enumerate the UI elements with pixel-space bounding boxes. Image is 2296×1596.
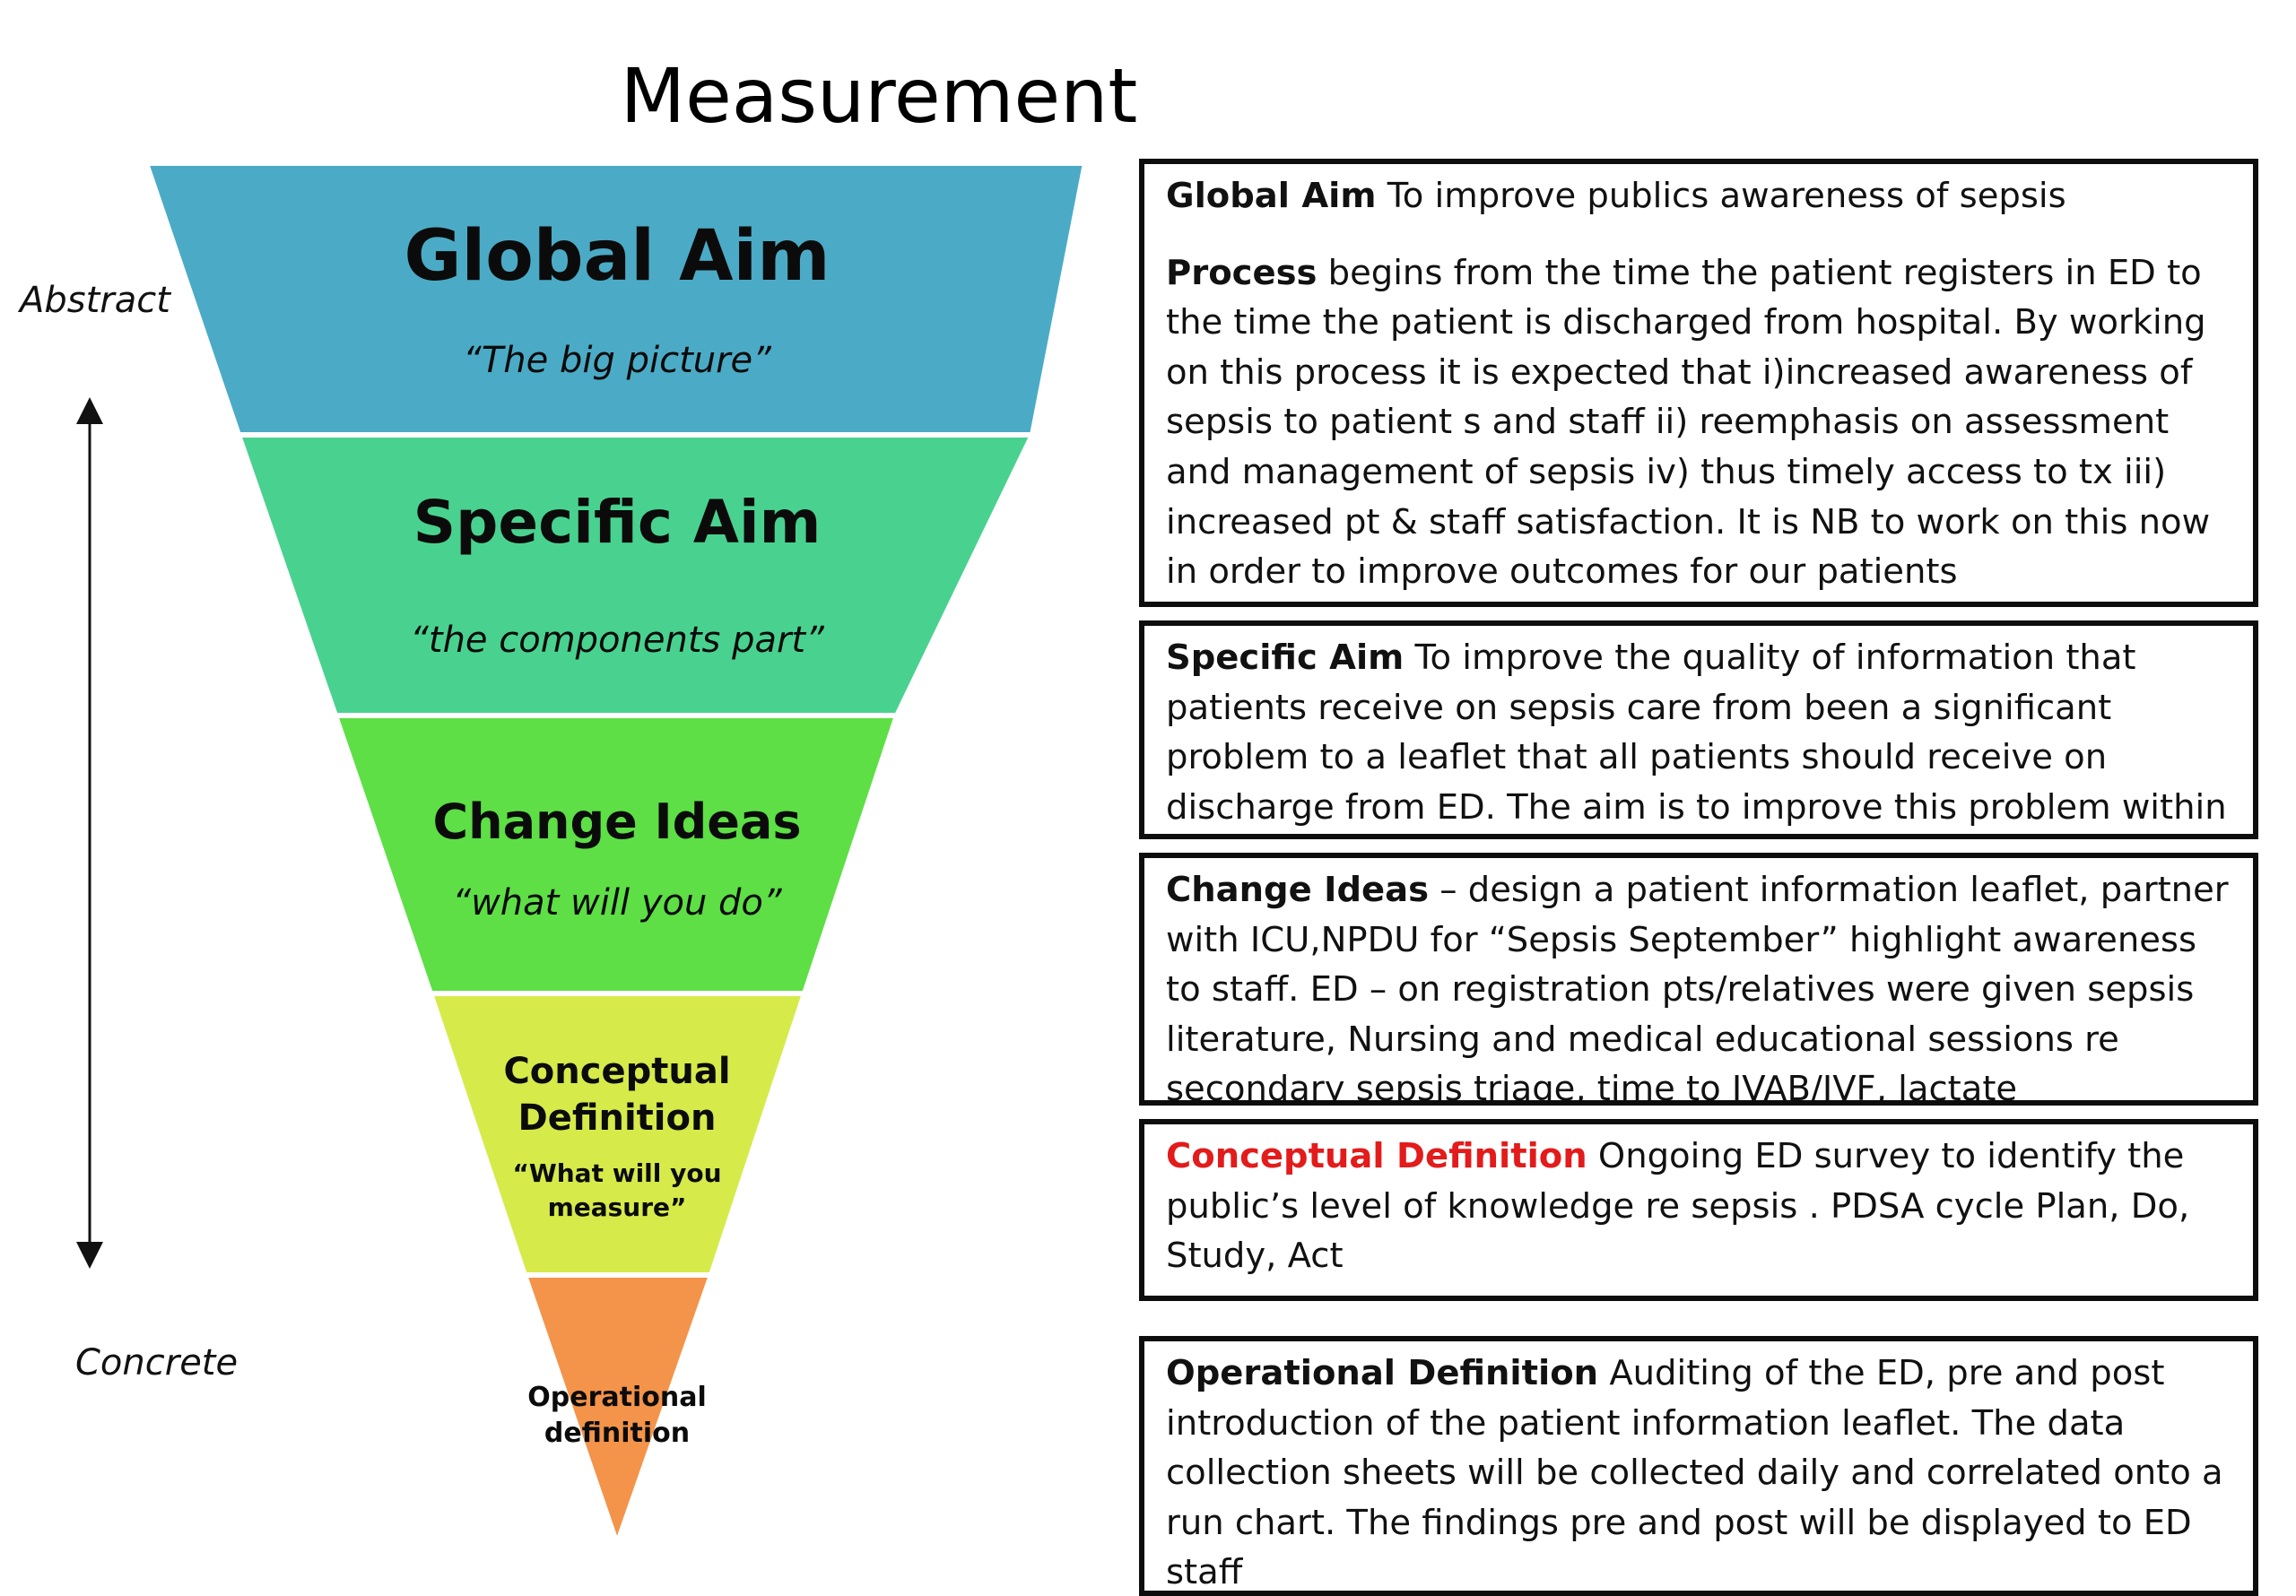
global-aim-box-heading: Global Aim	[1166, 176, 1377, 216]
conceptual-title-line1: Conceptual	[503, 1051, 730, 1092]
page-title: Measurement	[620, 52, 1138, 140]
conceptual-definition-box-heading: Conceptual Definition	[1166, 1136, 1587, 1176]
band-global-aim	[142, 160, 1089, 438]
conceptual-title-line2: Definition	[518, 1097, 717, 1139]
operational-definition-box: Operational Definition Auditing of the E…	[1139, 1336, 2258, 1596]
conceptual-definition-box: Conceptual Definition Ongoing ED survey …	[1139, 1119, 2258, 1301]
band-operational-definition	[520, 1272, 716, 1553]
specific-aim-title: Specific Aim	[413, 488, 822, 557]
band-specific-aim	[234, 432, 1037, 718]
conceptual-subtitle-line2: measure”	[548, 1193, 687, 1222]
change-ideas-box: Change Ideas – design a patient informat…	[1139, 853, 2258, 1106]
abstract-label: Abstract	[20, 280, 170, 321]
operational-title-line1: Operational	[527, 1382, 706, 1413]
change-ideas-title: Change Ideas	[433, 794, 802, 850]
operational-definition-box-text: Auditing of the ED, pre and post introdu…	[1166, 1353, 2223, 1593]
specific-aim-subtitle: “the components part”	[410, 620, 824, 661]
conceptual-subtitle-line1: “What will you	[512, 1158, 721, 1188]
change-ideas-box-heading: Change Ideas	[1166, 870, 1430, 910]
global-aim-subtitle: “The big picture”	[463, 340, 771, 381]
change-ideas-subtitle: “what will you do”	[452, 882, 782, 924]
specific-aim-box: Specific Aim To improve the quality of i…	[1139, 620, 2258, 839]
specific-aim-box-text: To improve the quality of information th…	[1166, 638, 2227, 828]
global-aim-box-text: To improve publics awareness of sepsis	[1376, 176, 2066, 216]
concrete-label: Concrete	[75, 1342, 239, 1383]
global-aim-box: Global Aim To improve publics awareness …	[1139, 159, 2258, 607]
global-aim-title: Global Aim	[404, 216, 830, 297]
change-ideas-box-text: – design a patient information leaflet, …	[1166, 870, 2229, 1106]
measurement-funnel-diagram: Global Aim “The big picture” Specific Ai…	[76, 160, 1089, 1553]
operational-definition-box-heading: Operational Definition	[1166, 1353, 1599, 1393]
process-text: begins from the time the patient registe…	[1166, 252, 2211, 593]
conceptual-definition-box-text: Ongoing ED survey to identify the public…	[1166, 1136, 2190, 1277]
operational-title-line2: definition	[544, 1418, 690, 1449]
process-heading: Process	[1166, 252, 1318, 293]
specific-aim-box-heading: Specific Aim	[1166, 638, 1405, 678]
band-change-ideas	[331, 713, 901, 996]
